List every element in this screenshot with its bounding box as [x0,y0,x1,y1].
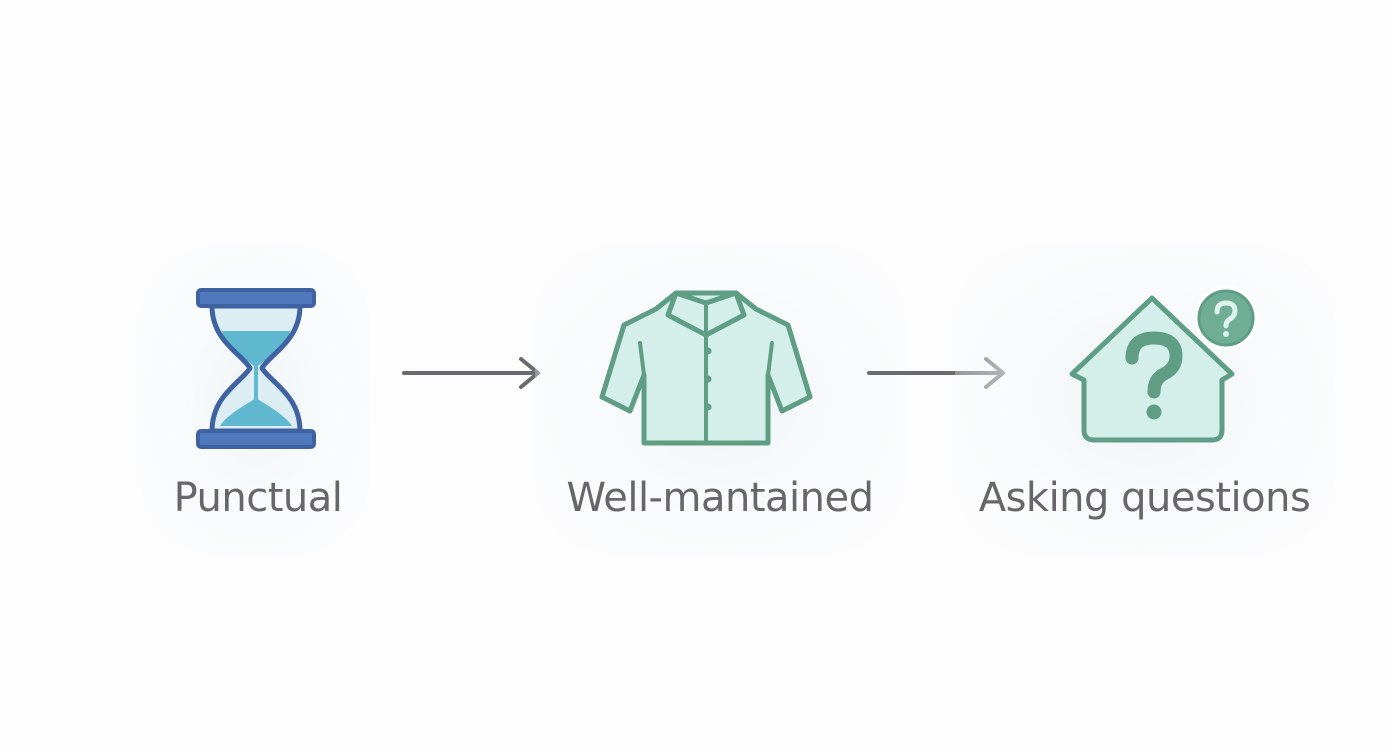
step-label-punctual: Punctual [173,475,343,521]
house-question-icon [1069,286,1258,443]
step-label-asking-questions: Asking questions [978,475,1311,521]
step-label-well-mantained: Well-mantained [566,475,874,521]
shirt-icon [599,290,813,446]
arrow-right-icon [402,357,540,389]
hourglass-icon [196,288,316,449]
